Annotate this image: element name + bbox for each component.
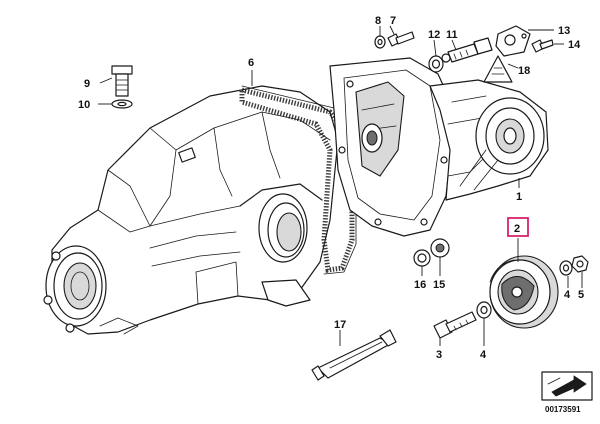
callout-6[interactable]: 6 — [248, 57, 254, 69]
callout-2[interactable]: 2 — [514, 223, 520, 235]
callout-1[interactable]: 1 — [516, 191, 522, 203]
callout-4-lower[interactable]: 4 — [480, 349, 487, 361]
hex-bolt-3[interactable] — [433, 311, 477, 339]
callout-5[interactable]: 5 — [578, 289, 584, 301]
breather-11[interactable] — [447, 37, 493, 63]
callout-labels: 1 2 3 4 4 5 6 7 8 9 10 11 12 13 14 15 16… — [78, 15, 584, 361]
callout-10[interactable]: 10 — [78, 99, 90, 111]
label-plate-18[interactable] — [483, 55, 513, 83]
callout-16[interactable]: 16 — [414, 279, 426, 291]
view-direction-arrow-icon — [551, 375, 587, 397]
callout-17[interactable]: 17 — [334, 319, 346, 331]
washer-4-right[interactable] — [559, 260, 573, 276]
seal-ring-16[interactable] — [413, 249, 431, 267]
seal-12[interactable] — [428, 55, 444, 73]
callout-18[interactable]: 18 — [518, 65, 530, 77]
callout-14[interactable]: 14 — [568, 39, 581, 51]
rear-cover[interactable] — [329, 53, 549, 237]
screw-14[interactable] — [531, 39, 554, 53]
bracket-13[interactable] — [495, 25, 531, 57]
bolt-9[interactable] — [111, 65, 133, 97]
washer-4-lower[interactable] — [476, 301, 492, 319]
selected-part-highlight — [507, 217, 529, 237]
callout-13[interactable]: 13 — [558, 25, 570, 37]
catalog-number: 00173591 — [545, 405, 581, 414]
callout-9[interactable]: 9 — [84, 78, 90, 90]
callout-11[interactable]: 11 — [446, 29, 458, 41]
rubber-mount[interactable] — [489, 255, 559, 329]
callout-7[interactable]: 7 — [390, 15, 396, 27]
screw-plug-15[interactable] — [430, 238, 450, 258]
catalog-reference: 00173591 — [541, 371, 593, 414]
callout-4-right[interactable]: 4 — [564, 289, 571, 301]
bolt-7[interactable] — [387, 31, 415, 47]
callout-12[interactable]: 12 — [428, 29, 440, 41]
hex-nut-5[interactable] — [571, 255, 589, 273]
washer-8[interactable] — [374, 35, 386, 49]
callout-15[interactable]: 15 — [433, 279, 445, 291]
sealant-tube-17[interactable] — [311, 329, 397, 381]
leader-lines — [98, 25, 583, 346]
differential-housing[interactable] — [43, 85, 339, 335]
callout-3[interactable]: 3 — [436, 349, 442, 361]
washer-10[interactable] — [111, 99, 133, 109]
callout-8[interactable]: 8 — [375, 15, 381, 27]
